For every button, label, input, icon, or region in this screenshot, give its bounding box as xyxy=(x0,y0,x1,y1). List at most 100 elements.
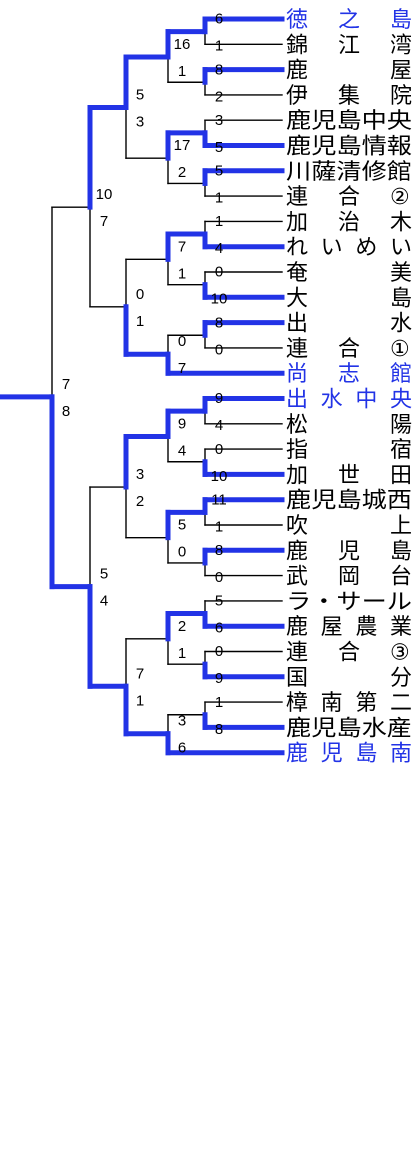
team-name: 尚志館 xyxy=(286,362,412,387)
score-top: 5 xyxy=(215,593,223,610)
score-bottom: 0 xyxy=(178,544,186,561)
score-bottom: 2 xyxy=(215,88,223,105)
score-top: 3 xyxy=(136,466,144,483)
team-name: 吹上 xyxy=(286,514,412,539)
team-name-text: 加治木 xyxy=(286,210,412,235)
team-name-text: 川薩清修館 xyxy=(286,160,412,185)
team-name-text: 松陽 xyxy=(286,413,412,438)
score-top: 17 xyxy=(174,137,191,154)
team-name: 鹿児島情報 xyxy=(286,135,412,160)
bracket-lines xyxy=(0,16,285,756)
score-top: 11 xyxy=(211,491,227,508)
score-top: 0 xyxy=(136,286,144,303)
score-bottom: 0 xyxy=(215,341,223,358)
score-top: 9 xyxy=(178,415,186,432)
score-top: 10 xyxy=(96,186,113,203)
score-top: 1 xyxy=(215,694,223,711)
team-name-text: 尚志館 xyxy=(286,362,412,387)
team-name-text: 出水中央 xyxy=(286,388,412,413)
score-top: 5 xyxy=(215,162,223,179)
team-name: 徳之島 xyxy=(286,8,412,33)
score-bottom: 1 xyxy=(215,518,223,535)
score-top: 5 xyxy=(100,566,108,583)
score-top: 0 xyxy=(178,333,186,350)
team-name: 奄美 xyxy=(286,261,412,286)
team-name: 川薩清修館 xyxy=(286,160,412,185)
team-name-text: 奄美 xyxy=(286,261,412,286)
team-name-text: 鹿児島城西 xyxy=(286,489,412,514)
team-name-text: れいめい xyxy=(286,236,412,261)
team-name: 国分 xyxy=(286,666,412,691)
score-bottom: 4 xyxy=(178,442,186,459)
score-bottom: 2 xyxy=(136,493,144,510)
team-name-text: 鹿児島情報 xyxy=(286,135,412,160)
score-top: 0 xyxy=(215,264,223,281)
team-name-text: 国分 xyxy=(286,666,412,691)
team-name-text: 鹿児島水産 xyxy=(286,716,412,741)
team-name: 加世田 xyxy=(286,463,412,488)
team-name: 鹿児島水産 xyxy=(286,716,412,741)
score-bottom: 9 xyxy=(215,670,223,687)
score-top: 0 xyxy=(215,441,223,458)
team-name: 出水 xyxy=(286,312,412,337)
score-bottom: 2 xyxy=(178,164,186,181)
team-name: 加治木 xyxy=(286,210,412,235)
team-name: 鹿児島中央 xyxy=(286,109,412,134)
score-top: 8 xyxy=(215,314,223,331)
team-name: 指宿 xyxy=(286,438,412,463)
score-bottom: 4 xyxy=(215,417,223,434)
score-bottom: 4 xyxy=(215,240,223,257)
bracket-scores: 6182355114010809401011180560918161172710… xyxy=(62,11,228,757)
score-bottom: 1 xyxy=(136,313,144,330)
team-name-text: 鹿屋農業 xyxy=(286,615,412,640)
team-name-text: ラ・サール xyxy=(286,590,412,615)
score-bottom: 4 xyxy=(100,593,108,610)
team-name-text: 出水 xyxy=(286,312,412,337)
team-name: れいめい xyxy=(286,236,412,261)
score-top: 6 xyxy=(215,11,223,28)
team-name: ラ・サール xyxy=(286,590,412,615)
team-name: 樟南第二 xyxy=(286,691,412,716)
team-name-text: 鹿屋 xyxy=(286,59,412,84)
score-bottom: 10 xyxy=(211,468,228,485)
score-bottom: 0 xyxy=(215,569,223,586)
team-name: 鹿屋農業 xyxy=(286,615,412,640)
team-name: 武岡台 xyxy=(286,565,412,590)
score-bottom: 8 xyxy=(62,403,70,420)
score-top: 2 xyxy=(178,618,186,635)
team-name: 大島 xyxy=(286,286,412,311)
score-top: 7 xyxy=(178,238,186,255)
score-top: 7 xyxy=(136,665,144,682)
score-bottom: 8 xyxy=(215,721,223,738)
score-top: 9 xyxy=(215,390,223,407)
score-bottom: 7 xyxy=(100,213,108,230)
score-bottom: 1 xyxy=(136,692,144,709)
team-name-text: 樟南第二 xyxy=(286,691,412,716)
score-top: 8 xyxy=(215,542,223,559)
score-bottom: 1 xyxy=(215,38,223,55)
team-name: 鹿児島城西 xyxy=(286,489,412,514)
team-name-text: 大島 xyxy=(286,286,412,311)
score-top: 5 xyxy=(178,517,186,534)
team-name-text: 指宿 xyxy=(286,438,412,463)
score-bottom: 1 xyxy=(178,63,186,80)
score-bottom: 6 xyxy=(178,740,186,757)
score-top: 16 xyxy=(174,36,191,53)
score-top: 7 xyxy=(62,376,70,393)
score-bottom: 1 xyxy=(178,645,186,662)
score-top: 3 xyxy=(215,112,223,129)
score-top: 3 xyxy=(178,713,186,730)
score-bottom: 10 xyxy=(211,291,228,308)
score-bottom: 6 xyxy=(215,620,223,637)
team-name-text: 鹿児島 xyxy=(286,539,412,564)
team-name: 鹿児島南 xyxy=(286,742,412,767)
team-name-text: 伊集院 xyxy=(286,84,412,109)
team-name-text: 鹿児島中央 xyxy=(286,109,412,134)
team-name-text: 武岡台 xyxy=(286,565,412,590)
